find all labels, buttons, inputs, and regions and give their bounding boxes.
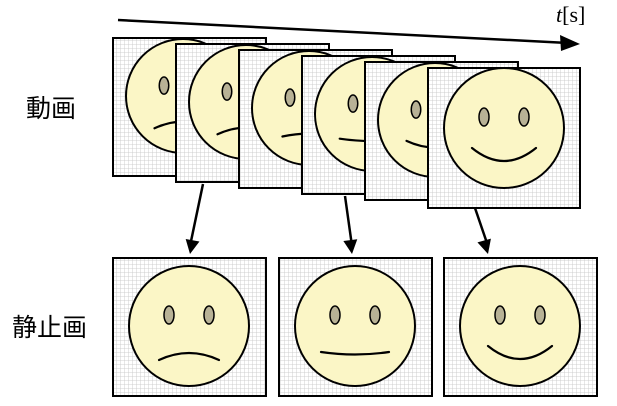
time-axis-variable: t — [556, 2, 563, 27]
time-axis-label: t[s] — [556, 2, 585, 27]
sampling-arrowhead — [343, 239, 358, 254]
face-neutral-icon — [294, 265, 416, 387]
mouth — [319, 350, 391, 356]
still-frame-row — [112, 257, 598, 397]
face-outline — [459, 265, 581, 387]
left-eye — [163, 305, 175, 325]
mouth — [157, 351, 221, 362]
sampling-arrows — [185, 183, 491, 254]
face-smile-icon — [443, 67, 565, 189]
mouth — [470, 146, 538, 162]
left-eye — [347, 94, 359, 113]
face-smile-icon — [459, 265, 581, 387]
sampling-arrowhead — [477, 238, 491, 254]
left-eye — [478, 107, 490, 127]
face-outline — [443, 67, 565, 189]
right-eye — [518, 107, 530, 127]
video-frame — [427, 67, 581, 209]
left-eye — [329, 305, 341, 325]
right-eye — [534, 305, 546, 325]
left-eye — [158, 76, 170, 95]
left-eye — [221, 82, 233, 101]
face-sad-icon — [128, 265, 250, 387]
sampling-arrow — [343, 195, 354, 247]
time-axis-unit: [s] — [562, 2, 585, 27]
right-eye — [203, 305, 215, 325]
still-image-label: 静止画 — [12, 313, 87, 342]
left-eye — [410, 100, 422, 119]
mouth — [486, 344, 554, 360]
time-axis-arrow — [117, 18, 569, 45]
face-outline — [294, 265, 416, 387]
still-frame — [443, 257, 598, 397]
video-frame-stack — [112, 37, 581, 209]
left-eye — [284, 88, 296, 107]
right-eye — [369, 305, 381, 325]
left-eye — [494, 305, 506, 325]
face-outline — [128, 265, 250, 387]
time-axis: t[s] — [117, 2, 585, 51]
still-frame — [278, 257, 433, 397]
sampling-arrow — [188, 183, 205, 247]
sampling-arrow — [473, 207, 490, 247]
time-axis-arrowhead — [560, 35, 580, 51]
still-frame — [112, 257, 267, 397]
sampling-arrowhead — [185, 238, 200, 254]
video-label: 動画 — [26, 94, 76, 123]
